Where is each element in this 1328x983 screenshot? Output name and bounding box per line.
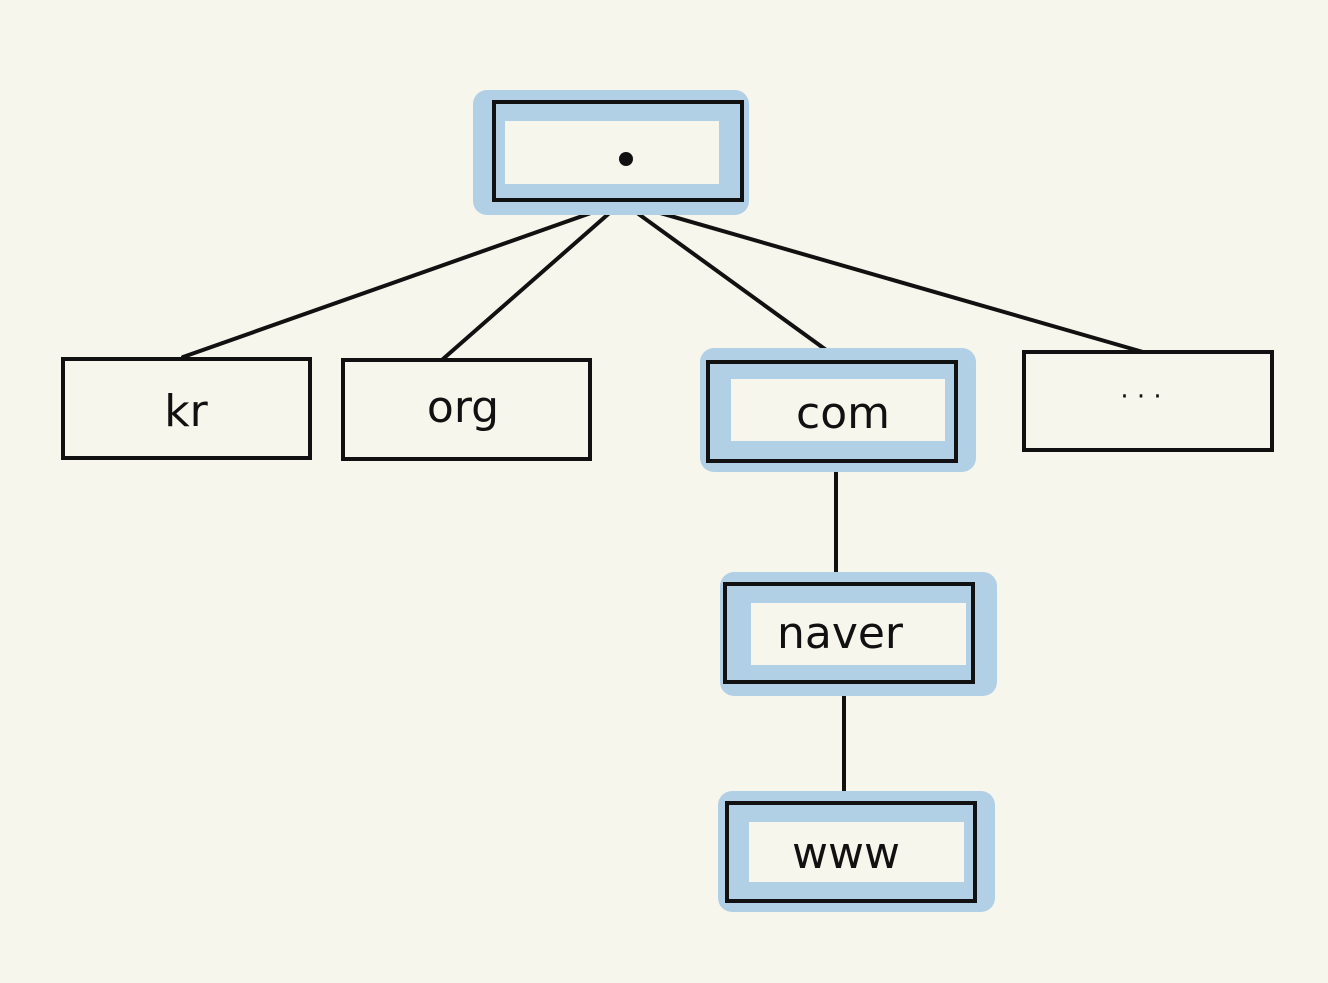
- node-kr: kr: [61, 357, 312, 460]
- box-naver: [723, 582, 975, 684]
- node-more: · · ·: [1022, 350, 1274, 452]
- edge-root-com: [620, 200, 842, 362]
- edges: [181, 200, 1145, 805]
- node-com: com: [700, 348, 976, 472]
- label-kr: kr: [164, 386, 208, 437]
- label-more: · · ·: [1120, 382, 1161, 412]
- node-root: .: [473, 90, 749, 215]
- box-root: [492, 100, 744, 202]
- inner-fill-naver: [751, 603, 966, 665]
- box-more: [1022, 350, 1274, 452]
- inner-fill-root: [505, 121, 719, 184]
- box-com: [706, 360, 958, 463]
- label-naver: naver: [777, 608, 904, 659]
- box-kr: [61, 357, 312, 460]
- edge-root-kr: [181, 200, 624, 359]
- node-org: org: [341, 358, 592, 461]
- inner-fill-www: [749, 822, 964, 882]
- inner-fill-com: [731, 379, 945, 441]
- label-www: www: [792, 828, 900, 879]
- edge-root-org: [441, 200, 624, 361]
- node-www: www: [718, 791, 995, 912]
- label-com: com: [796, 388, 890, 439]
- edge-root-more: [620, 200, 1145, 354]
- box-org: [341, 358, 592, 461]
- root-dot-icon: [619, 152, 633, 166]
- box-www: [725, 801, 977, 903]
- label-org: org: [427, 382, 499, 433]
- node-naver: naver: [720, 572, 997, 696]
